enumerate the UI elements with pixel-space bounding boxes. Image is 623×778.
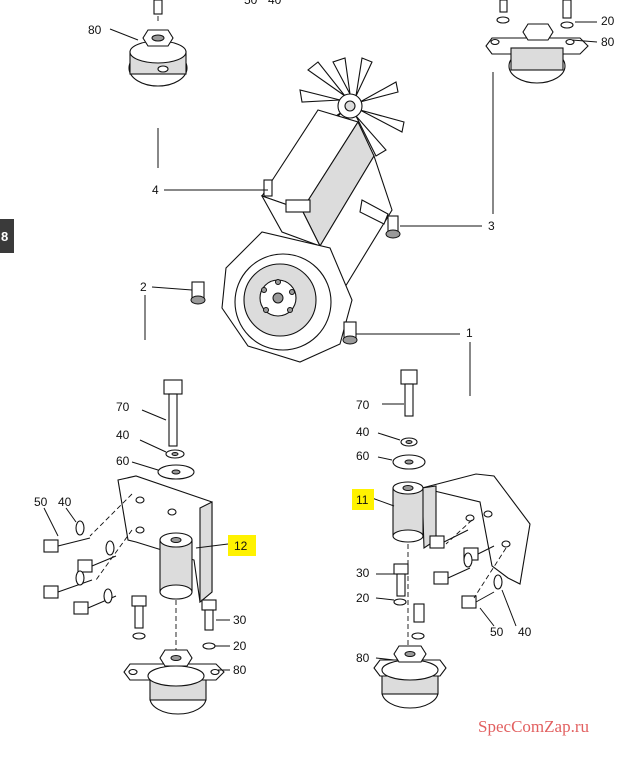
callout-left-12: 12 [234,539,248,553]
callout-right-50: 50 [490,625,504,639]
callout-left-60: 60 [116,454,130,468]
callout-top-left-80: 80 [88,23,102,37]
callout-top-right-20: 20 [601,14,615,28]
callout-mount-4: 4 [152,183,159,197]
engine-assembly [190,57,405,363]
callout-mount-2: 2 [140,280,147,294]
highlight-left-12 [228,535,256,556]
page-side-tab: 8 [0,219,14,253]
callout-left-80: 80 [233,663,247,677]
callout-right-11: 11 [356,493,369,507]
callout-mount-3: 3 [488,219,495,233]
callout-right-30: 30 [356,566,370,580]
callout-left-70: 70 [116,400,130,414]
callout-top-cut-40: 40 [268,0,282,7]
callout-left-50: 50 [34,495,48,509]
leader-2 [151,286,193,291]
callout-right-80: 80 [356,651,370,665]
callout-right-70: 70 [356,398,370,412]
top-right-rubber-mount [485,0,598,84]
watermark-text: SpecComZap.ru [478,717,589,736]
highlight-right-11 [352,489,374,510]
callout-right-40-top: 40 [356,425,370,439]
callout-right-40-side: 40 [518,625,532,639]
callout-left-40-side: 40 [58,495,72,509]
top-left-rubber-mount [109,0,188,87]
callout-top-right-80: 80 [601,35,615,49]
callout-top-cut-50: 50 [244,0,258,7]
callout-right-60: 60 [356,449,370,463]
callout-mount-1: 1 [466,326,473,340]
callout-left-20: 20 [233,639,247,653]
left-mount-exploded [43,379,230,715]
side-tab-label: 8 [1,228,9,244]
callout-right-20: 20 [356,591,370,605]
right-mount-exploded [371,369,531,709]
callout-left-40-top: 40 [116,428,130,442]
callout-left-30: 30 [233,613,247,627]
